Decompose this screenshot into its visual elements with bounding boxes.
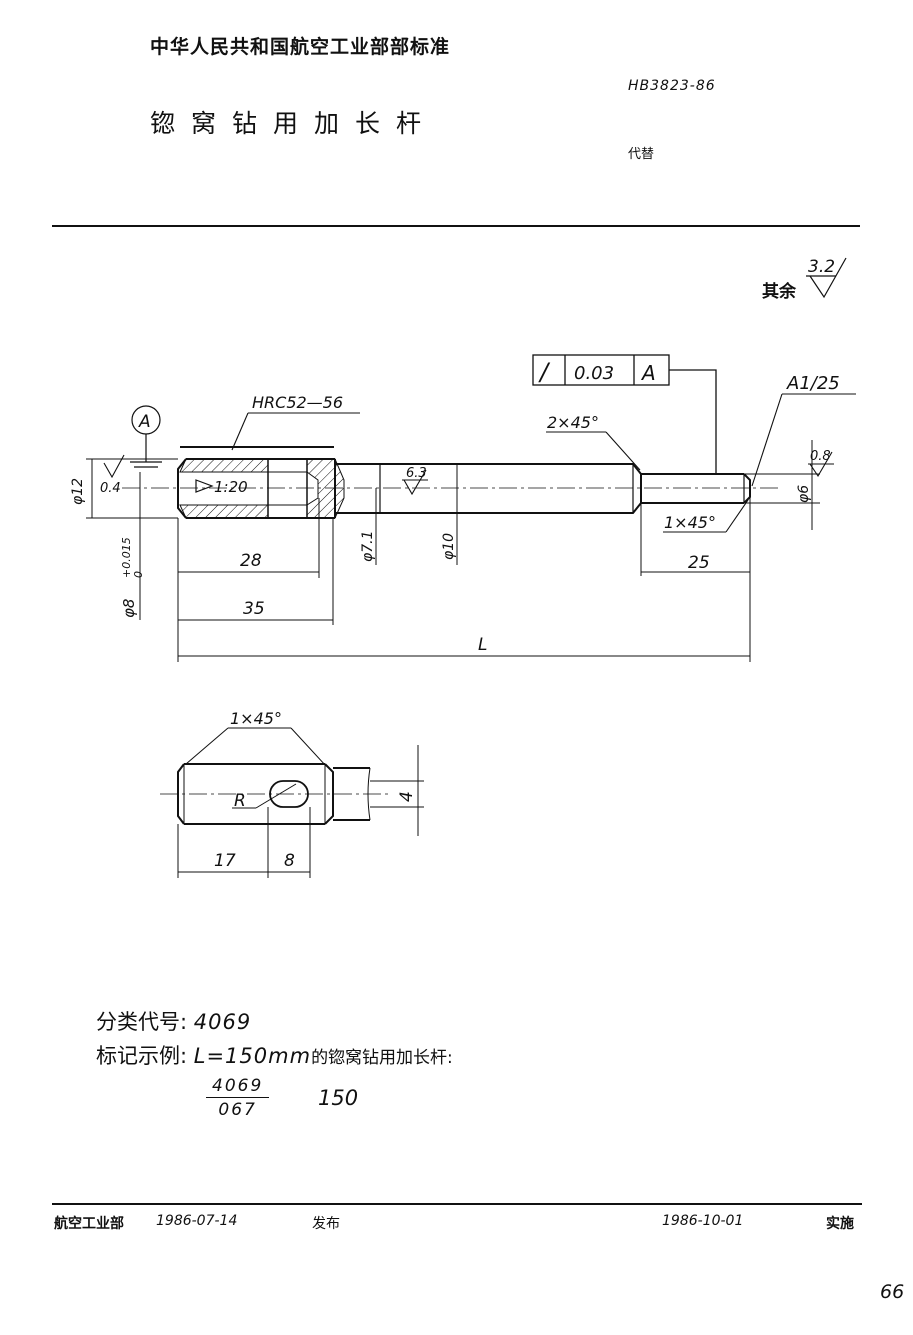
- dim-dia-8-tol-upper: +0.015: [120, 537, 133, 578]
- hardness-label: HRC52—56: [252, 393, 343, 412]
- chamfer-2x45-label: 2×45°: [547, 413, 599, 432]
- general-roughness-symbol: [806, 257, 847, 299]
- dim-dia-71: φ7.1: [360, 531, 376, 563]
- slot-radius-label: R: [234, 791, 246, 811]
- tolerance-frame: [532, 354, 717, 474]
- hardness-leader: [180, 412, 360, 451]
- roughness-08-value: 0.8: [810, 449, 831, 464]
- dim-dia-10: φ10: [441, 533, 457, 560]
- tolerance-value: 0.03: [574, 363, 614, 384]
- dim-25: 25: [688, 553, 710, 573]
- marking-value: 150: [318, 1086, 359, 1110]
- dim-dia-8-tol-lower: 0: [132, 571, 145, 578]
- footer-effective-date: 1986-10-01: [662, 1213, 744, 1229]
- center-hole-leader: [751, 393, 856, 487]
- replaces-label: 代替: [628, 147, 655, 162]
- center-hole-label: A1/25: [786, 373, 840, 394]
- datum-a-label: A: [138, 412, 151, 432]
- taper-symbol: [195, 479, 214, 493]
- technical-drawing: 3.2 / 0.03 A A1/25 A HRC52—56: [70, 257, 856, 878]
- example-text: 的锪窝钻用加长杆:: [311, 1048, 453, 1068]
- standard-code: HB3823-86: [628, 78, 716, 94]
- example-line: 标记示例: L=150mm的锪窝钻用加长杆:: [96, 1040, 453, 1070]
- roughness-04-value: 0.4: [100, 481, 121, 496]
- class-code-value: 4069: [193, 1010, 252, 1034]
- document-title: 锪窝钻用加长杆: [150, 109, 438, 138]
- dim-l: L: [478, 635, 487, 655]
- tolerance-symbol: /: [538, 358, 551, 386]
- example-label: 标记示例:: [96, 1044, 188, 1068]
- fraction-denominator: 067: [218, 1100, 257, 1120]
- dim-35: 35: [243, 599, 265, 619]
- roughness-04-symbol: [103, 454, 125, 479]
- dim-dia-8: φ8: [120, 599, 138, 618]
- taper-label: 1:20: [214, 478, 248, 496]
- footer-issue-label: 发布: [312, 1216, 340, 1232]
- dim-17: 17: [214, 851, 236, 871]
- footer-effective-label: 实施: [826, 1216, 854, 1232]
- dim-dia-12: φ12: [70, 478, 86, 505]
- roughness-63-value: 6.3: [406, 466, 427, 481]
- general-roughness-label: 其余: [762, 282, 796, 302]
- footer-issuer: 航空工业部: [54, 1216, 124, 1232]
- roughness-63-symbol: [403, 469, 427, 496]
- dim-4: 4: [397, 791, 417, 802]
- dim-8-detail: 8: [284, 851, 295, 871]
- page-number: 66: [880, 1281, 905, 1303]
- marking-fraction: 4069 067: [206, 1076, 270, 1120]
- general-roughness-value: 3.2: [808, 257, 835, 277]
- org-standard-title: 中华人民共和国航空工业部部标准: [150, 36, 451, 58]
- detail-chamfer-label: 1×45°: [230, 709, 282, 728]
- datum-a-marker: [130, 405, 162, 468]
- fraction-numerator: 4069: [206, 1076, 270, 1098]
- header-divider: [52, 225, 860, 227]
- detail-view: [177, 763, 371, 825]
- class-code-label: 分类代号:: [96, 1010, 188, 1034]
- chamfer-1x45-label: 1×45°: [664, 513, 716, 532]
- footer-divider: [52, 1203, 862, 1205]
- class-code-line: 分类代号: 4069: [96, 1006, 251, 1036]
- footer-issue-date: 1986-07-14: [156, 1213, 238, 1229]
- dim-28: 28: [240, 551, 262, 571]
- dim-dia-6: φ6: [796, 485, 812, 503]
- tolerance-datum: A: [640, 361, 656, 385]
- example-formula: L=150mm: [193, 1044, 312, 1068]
- roughness-08-symbol: [809, 451, 833, 478]
- head-section: [179, 458, 345, 519]
